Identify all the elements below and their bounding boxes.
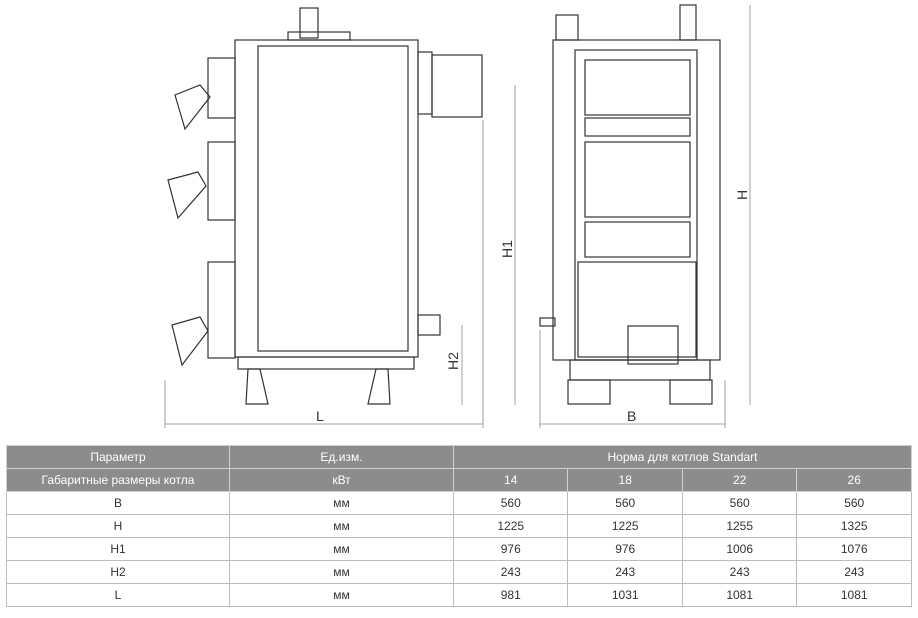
model-18: 18 [567,468,683,492]
row-param: H2 [6,560,230,584]
row-value: 560 [681,491,798,515]
subheader-unit: кВт [229,468,454,492]
boiler-dimension-drawing: L H1 H2 B H [164,4,751,428]
row-value: 560 [796,491,912,515]
row-value: 1031 [567,583,683,607]
dimension-label-L: L [316,408,324,424]
row-value: 560 [567,491,683,515]
row-unit: мм [229,583,454,607]
model-22: 22 [681,468,798,492]
header-unit: Ед.изм. [229,445,454,469]
model-14: 14 [452,468,569,492]
row-value: 1325 [796,514,912,538]
row-value: 976 [567,537,683,561]
row-value: 1076 [796,537,912,561]
row-value: 243 [567,560,683,584]
row-value: 1006 [681,537,798,561]
row-value: 981 [452,583,569,607]
side-dimensions [164,85,516,428]
front-dimensions [539,5,751,428]
row-param: L [6,583,230,607]
row-value: 243 [796,560,912,584]
row-unit: мм [229,514,454,538]
row-value: 976 [452,537,569,561]
header-param: Параметр [6,445,230,469]
row-param: H1 [6,537,230,561]
row-param: B [6,491,230,515]
row-value: 1225 [567,514,683,538]
dimensions-table: Параметр Ед.изм. Норма для котлов Standa… [6,445,912,607]
header-norm: Норма для котлов Standart [453,445,912,469]
row-unit: мм [229,537,454,561]
row-value: 560 [452,491,569,515]
row-param: H [6,514,230,538]
row-value: 1225 [452,514,569,538]
row-value: 243 [681,560,798,584]
front-view [539,4,721,405]
row-value: 1255 [681,514,798,538]
dimension-label-B: B [627,408,636,424]
row-unit: мм [229,491,454,515]
side-view [167,7,483,405]
model-26: 26 [796,468,912,492]
table-header-row: Параметр Ед.изм. Норма для котлов Standa… [6,445,912,469]
dimension-label-H1: H1 [499,240,515,258]
row-value: 1081 [681,583,798,607]
table-subheader-row: Габаритные размеры котла кВт 14 18 22 26 [6,468,912,492]
dimension-label-H: H [734,190,750,200]
row-value: 243 [452,560,569,584]
row-unit: мм [229,560,454,584]
subheader-param: Габаритные размеры котла [6,468,230,492]
dimension-label-H2: H2 [445,352,461,370]
row-value: 1081 [796,583,912,607]
